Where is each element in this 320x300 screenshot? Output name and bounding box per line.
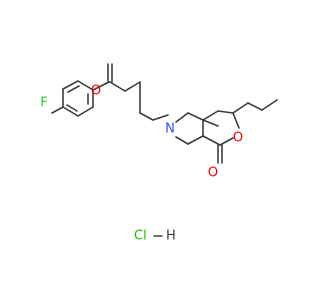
bond — [232, 112, 240, 129]
bond — [247, 102, 263, 111]
bond — [175, 112, 189, 123]
bond — [175, 136, 189, 145]
bond — [124, 81, 141, 92]
molecule-canvas: F O N O O Cl H — [40, 63, 278, 244]
bond — [217, 110, 234, 114]
hydrogen-label: H — [166, 229, 176, 244]
bond — [139, 112, 154, 121]
bond — [109, 81, 126, 92]
fluorophenyl-ring — [62, 80, 94, 117]
bond — [202, 135, 221, 146]
bond-to-fluorine — [51, 106, 64, 114]
bond — [77, 80, 94, 91]
bond — [152, 114, 169, 121]
bond — [232, 102, 249, 114]
bond — [261, 99, 278, 111]
amine-nitrogen-label: N — [165, 122, 175, 137]
butyl-chain — [109, 81, 169, 121]
double-bond-inner — [67, 85, 80, 93]
bond — [187, 135, 204, 145]
bond — [202, 110, 219, 121]
propyl-chain — [232, 99, 278, 114]
ring-oxygen-label: O — [233, 131, 243, 146]
piperidine-ring — [175, 112, 219, 145]
fluorine-label: F — [40, 96, 47, 111]
ketone-oxygen-label: O — [91, 84, 101, 99]
bond — [187, 112, 204, 121]
bond — [62, 80, 79, 90]
structure-diagram: F O N O O Cl H — [40, 63, 278, 244]
bond — [62, 106, 79, 117]
bond — [219, 137, 234, 146]
lactone-carbonyl-oxygen-label: O — [208, 166, 218, 181]
double-bond-inner — [66, 104, 78, 112]
bond — [202, 119, 219, 127]
lactone-ring — [202, 110, 240, 146]
hydrochloride-salt: Cl H — [134, 229, 176, 244]
bond — [92, 81, 110, 91]
bond — [77, 106, 94, 117]
chlorine-label: Cl — [134, 229, 147, 244]
